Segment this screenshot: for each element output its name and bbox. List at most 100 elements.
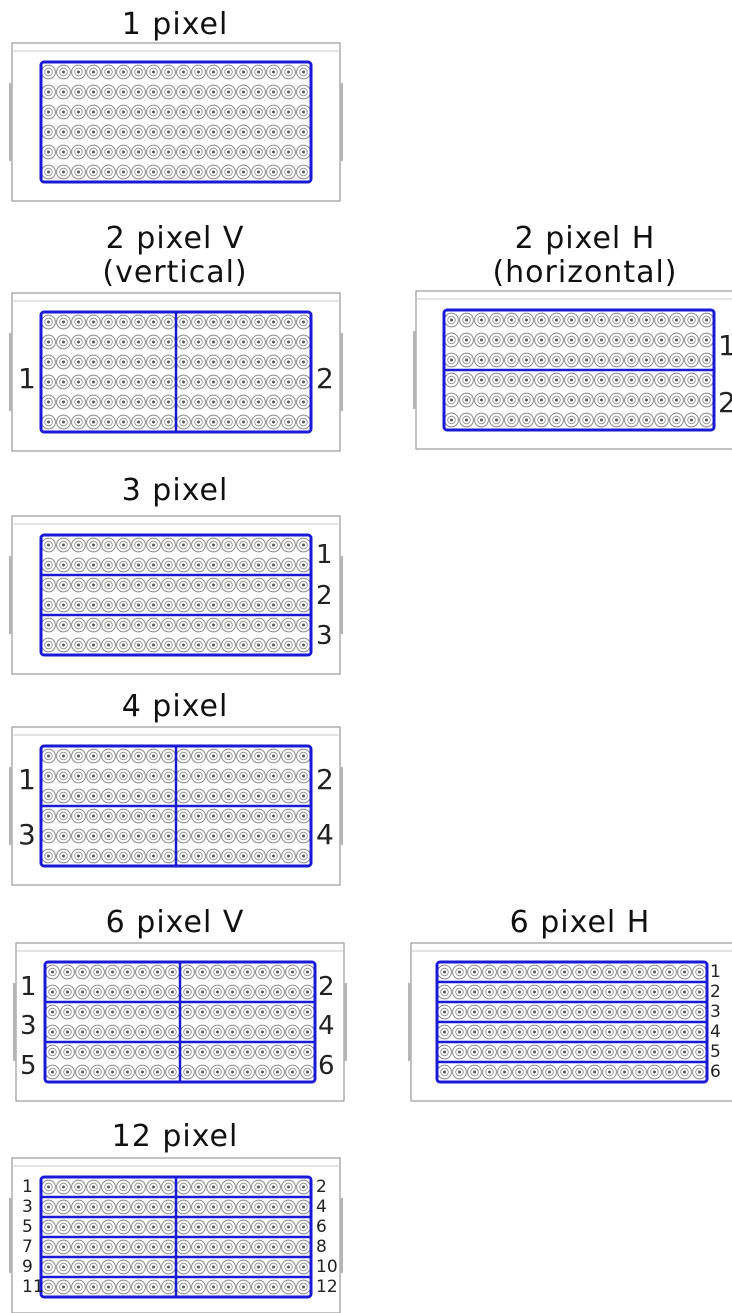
led-core — [290, 1010, 295, 1014]
led-core — [121, 834, 126, 838]
segment-label: 3 — [18, 818, 36, 851]
led-core — [91, 1265, 96, 1269]
led-core — [46, 1285, 51, 1289]
led-core — [61, 794, 66, 798]
led-core — [106, 1225, 111, 1229]
led-core — [260, 990, 265, 994]
led-core — [592, 1030, 597, 1034]
led-core — [181, 1285, 186, 1289]
segment-label: 1 — [22, 1177, 33, 1197]
led-core — [487, 1010, 492, 1014]
led-core — [256, 90, 261, 94]
led-core — [106, 130, 111, 134]
led-core — [599, 418, 604, 422]
segment-label: 2 — [316, 763, 334, 796]
led-core — [136, 794, 141, 798]
led-core — [196, 563, 201, 567]
led-core — [61, 150, 66, 154]
led-core — [151, 1205, 156, 1209]
led-core — [301, 543, 306, 547]
led-core — [286, 754, 291, 758]
led-core — [106, 1245, 111, 1249]
led-core — [61, 754, 66, 758]
led-core — [241, 583, 246, 587]
led-core — [91, 380, 96, 384]
led-core — [494, 318, 499, 322]
led-core — [301, 1205, 306, 1209]
led-core — [136, 70, 141, 74]
led-core — [472, 1070, 477, 1074]
led-core — [196, 583, 201, 587]
led-core — [166, 643, 171, 647]
led-core — [301, 380, 306, 384]
led-array — [41, 314, 311, 430]
led-core — [502, 990, 507, 994]
led-core — [61, 360, 66, 364]
led-core — [170, 1070, 175, 1074]
led-core — [121, 340, 126, 344]
led-core — [65, 1010, 70, 1014]
segment-label: 4 — [710, 1022, 721, 1042]
title-line: 6 pixel H — [509, 905, 651, 940]
led-core — [121, 360, 126, 364]
led-core — [181, 643, 186, 647]
fixture-p2h: 12 — [413, 290, 732, 450]
led-core — [607, 970, 612, 974]
led-core — [196, 340, 201, 344]
led-core — [196, 1185, 201, 1189]
led-core — [91, 1285, 96, 1289]
led-core — [106, 90, 111, 94]
led-core — [181, 563, 186, 567]
led-core — [76, 1245, 81, 1249]
led-core — [271, 774, 276, 778]
led-core — [46, 110, 51, 114]
led-core — [76, 360, 81, 364]
led-core — [301, 1245, 306, 1249]
led-core — [226, 754, 231, 758]
led-core — [622, 1030, 627, 1034]
led-core — [106, 1265, 111, 1269]
led-core — [91, 794, 96, 798]
led-core — [457, 990, 462, 994]
led-core — [46, 400, 51, 404]
led-core — [61, 320, 66, 324]
led-core — [121, 1265, 126, 1269]
led-core — [181, 603, 186, 607]
led-core — [256, 623, 261, 627]
led-core — [577, 990, 582, 994]
led-core — [106, 543, 111, 547]
mount-bracket-left — [9, 83, 12, 161]
led-core — [667, 1050, 672, 1054]
mount-bracket-left — [13, 983, 16, 1061]
led-core — [659, 338, 664, 342]
title-2-pixel-h: 2 pixel H (horizontal) — [465, 222, 705, 290]
led-core — [166, 603, 171, 607]
led-core — [260, 1070, 265, 1074]
led-core — [65, 1070, 70, 1074]
led-core — [256, 340, 261, 344]
led-core — [61, 380, 66, 384]
led-core — [110, 990, 115, 994]
led-core — [151, 774, 156, 778]
led-core — [689, 398, 694, 402]
led-core — [271, 854, 276, 858]
led-core — [271, 623, 276, 627]
led-core — [689, 418, 694, 422]
led-core — [226, 340, 231, 344]
led-core — [271, 400, 276, 404]
led-core — [46, 583, 51, 587]
led-core — [599, 318, 604, 322]
led-core — [286, 774, 291, 778]
led-core — [256, 774, 261, 778]
led-core — [286, 320, 291, 324]
led-core — [61, 70, 66, 74]
led-core — [140, 1010, 145, 1014]
led-core — [629, 358, 634, 362]
led-core — [91, 774, 96, 778]
led-core — [290, 1070, 295, 1074]
led-core — [151, 643, 156, 647]
led-core — [170, 1050, 175, 1054]
led-core — [50, 1010, 55, 1014]
led-core — [241, 834, 246, 838]
led-core — [121, 400, 126, 404]
